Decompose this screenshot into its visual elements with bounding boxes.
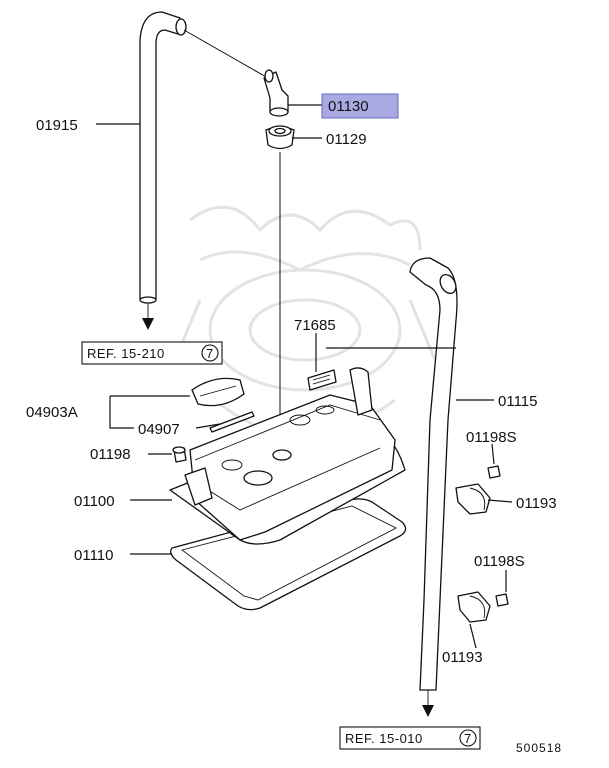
callout-01100[interactable]: 01100 (74, 493, 115, 510)
grommet-01129 (265, 125, 295, 150)
connection-line (183, 29, 269, 79)
callout-01198s-top[interactable]: 01198S (466, 429, 517, 446)
callout-labels: 01915 01130 01129 71685 04903A 04907 011… (26, 93, 557, 666)
reference-number: 7 (206, 346, 214, 361)
leader-lines (96, 104, 513, 649)
callout-04903a[interactable]: 04903A (26, 404, 78, 421)
rocker-cover-01100 (169, 367, 406, 545)
hose-01115 (409, 257, 458, 717)
reference-bottom[interactable]: REF. 15-010 7 (339, 726, 481, 750)
callout-01130[interactable]: 01130 (328, 98, 369, 115)
callout-01115[interactable]: 01115 (498, 393, 538, 410)
reference-label: REF. 15-010 (345, 731, 423, 746)
arrow-down-icon (422, 705, 434, 717)
o-ring-04907 (209, 411, 255, 433)
reference-circle (201, 344, 219, 362)
reference-top[interactable]: REF. 15-210 7 (81, 341, 223, 365)
bolt-01198s-top (487, 465, 501, 479)
clamp-01193-top (455, 483, 491, 515)
oil-filler-cap-04903a (191, 377, 245, 407)
callout-04907[interactable]: 04907 (138, 421, 180, 438)
callout-01198s-bottom[interactable]: 01198S (474, 553, 525, 570)
callout-71685[interactable]: 71685 (294, 317, 336, 334)
callout-01110[interactable]: 01110 (74, 547, 114, 564)
reference-box (81, 341, 223, 365)
highlight-box (321, 93, 399, 119)
reference-number: 7 (464, 731, 472, 746)
callout-01193-bottom[interactable]: 01193 (442, 649, 483, 666)
clamp-01193-bottom (457, 591, 491, 623)
hose-01915 (139, 11, 187, 330)
callout-01129[interactable]: 01129 (326, 131, 367, 148)
bolt-01198s-bottom (495, 593, 509, 607)
reference-label: REF. 15-210 (87, 346, 165, 361)
callout-01193-top[interactable]: 01193 (516, 495, 557, 512)
callout-01198[interactable]: 01198 (90, 446, 131, 463)
reference-circle (459, 729, 477, 747)
reference-box (339, 726, 481, 750)
bolt-01198 (172, 446, 187, 463)
callout-01915[interactable]: 01915 (36, 117, 78, 134)
diagram-id: 500518 (516, 741, 562, 755)
pcv-valve-01130 (263, 69, 289, 117)
arrow-down-icon (142, 318, 154, 330)
